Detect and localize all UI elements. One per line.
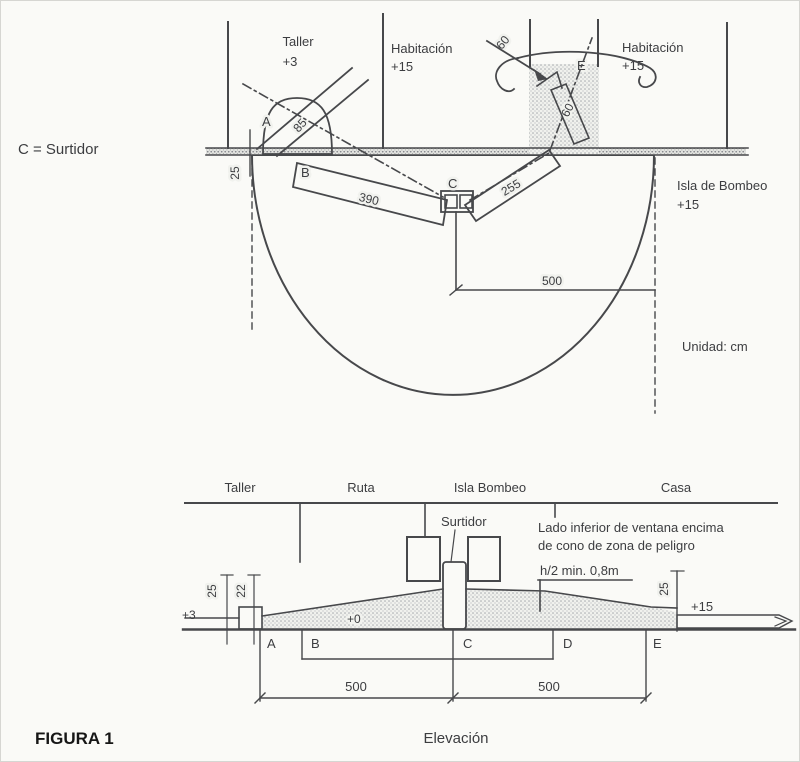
elev-dispenser-column xyxy=(442,561,467,630)
elev-cone-left-edge xyxy=(261,588,444,617)
plan-axis-c-e xyxy=(468,36,594,202)
plan-room-hab2-label: Habitación xyxy=(622,40,683,55)
plan-facade-strip xyxy=(206,148,746,155)
plan-angle-60-top-label: 60 xyxy=(493,33,512,52)
plan-point-c-label: C xyxy=(448,176,457,191)
plan-danger-bump-a xyxy=(262,97,333,155)
elev-span-tick-e xyxy=(640,692,652,704)
plan-window-arc xyxy=(516,51,657,89)
elev-zone-casa: Casa xyxy=(661,480,692,495)
elev-pump-right xyxy=(467,536,501,582)
plan-axis-a-c xyxy=(241,82,445,199)
plan-bump-diagonal-1 xyxy=(255,66,354,151)
elev-span1-label: 500 xyxy=(345,679,367,694)
plan-island-label: Isla de Bombeo xyxy=(677,178,767,193)
plan-dim-25-label: 25 xyxy=(228,166,242,180)
elevation-view: Taller Ruta Isla Bombeo Casa Surtidor La… xyxy=(181,480,797,704)
elev-note-line1: Lado inferior de ventana encima xyxy=(538,520,725,535)
elev-casa-bar-arrow xyxy=(774,616,788,627)
elev-cone-right-fill xyxy=(466,589,677,629)
plan-island-level: +15 xyxy=(677,197,699,212)
figure-caption: Elevación xyxy=(423,730,488,747)
elev-surtidor-leader xyxy=(450,529,456,563)
elev-dim-25r-label: 25 xyxy=(657,582,671,596)
plan-angle-leader xyxy=(485,39,542,76)
elev-level-right-label: +15 xyxy=(691,599,713,614)
elev-surtidor-label: Surtidor xyxy=(441,514,487,529)
plan-dim-390-label: 390 xyxy=(358,190,381,208)
elev-dim-25l-label: 25 xyxy=(205,584,219,598)
elev-zone-isla: Isla Bombeo xyxy=(454,480,526,495)
plan-window-arc-curl xyxy=(495,57,519,93)
elev-step-block xyxy=(238,606,263,630)
elev-dim-22-label: 22 xyxy=(234,584,248,598)
plan-view: Taller +3 Habitación +15 Habitación +15 … xyxy=(18,13,767,414)
plan-point-b-label: B xyxy=(301,165,310,180)
plan-dispenser-symbol xyxy=(440,190,474,213)
plan-room-taller-label: Taller xyxy=(282,34,314,49)
plan-unit-label: Unidad: cm xyxy=(682,339,748,354)
elev-cone-left-fill xyxy=(262,589,443,629)
elev-zone-ruta: Ruta xyxy=(347,480,375,495)
elev-pump-left xyxy=(406,536,441,582)
plan-dispenser-cell-1 xyxy=(444,194,458,209)
elev-note-line2: de cono de zona de peligro xyxy=(538,538,695,553)
elev-point-d-label: D xyxy=(563,636,572,651)
plan-window-zigzag xyxy=(535,70,564,90)
plan-room-hab1-label: Habitación xyxy=(391,41,452,56)
elev-point-a-label: A xyxy=(267,636,276,651)
plan-dim-500-tick xyxy=(449,284,463,296)
elev-level-zero-label: +0 xyxy=(347,612,361,626)
elev-casa-ground-bar xyxy=(676,614,794,629)
elev-span-tick-a xyxy=(254,692,266,704)
figure-label: FIGURA 1 xyxy=(35,729,114,748)
elev-span2-label: 500 xyxy=(538,679,560,694)
elev-span-tick-c xyxy=(447,692,459,704)
plan-angle-leader-arrowhead xyxy=(534,69,548,81)
plan-band-390 xyxy=(291,161,449,227)
plan-room-hab1-level: +15 xyxy=(391,59,413,74)
elev-cone-right-edge xyxy=(465,588,678,609)
plan-point-a-label: A xyxy=(262,114,271,129)
elev-zone-taller: Taller xyxy=(224,480,256,495)
elev-point-b-label: B xyxy=(311,636,320,651)
plan-dim-500-label: 500 xyxy=(542,274,562,288)
plan-band-255 xyxy=(463,148,562,223)
elev-point-e-label: E xyxy=(653,636,662,651)
elev-point-c-label: C xyxy=(463,636,472,651)
plan-room-taller-level: +3 xyxy=(283,54,298,69)
elev-level-left-label: +3 xyxy=(182,608,196,622)
plan-dispenser-cell-2 xyxy=(459,194,473,209)
plan-window-cone-edge xyxy=(549,82,591,146)
plan-legend-c-surtidor: C = Surtidor xyxy=(18,141,98,158)
plan-danger-zone-semicircle xyxy=(250,154,656,396)
plan-bump-diagonal-2 xyxy=(275,78,370,158)
elev-hnote-label: h/2 min. 0,8m xyxy=(540,563,619,578)
